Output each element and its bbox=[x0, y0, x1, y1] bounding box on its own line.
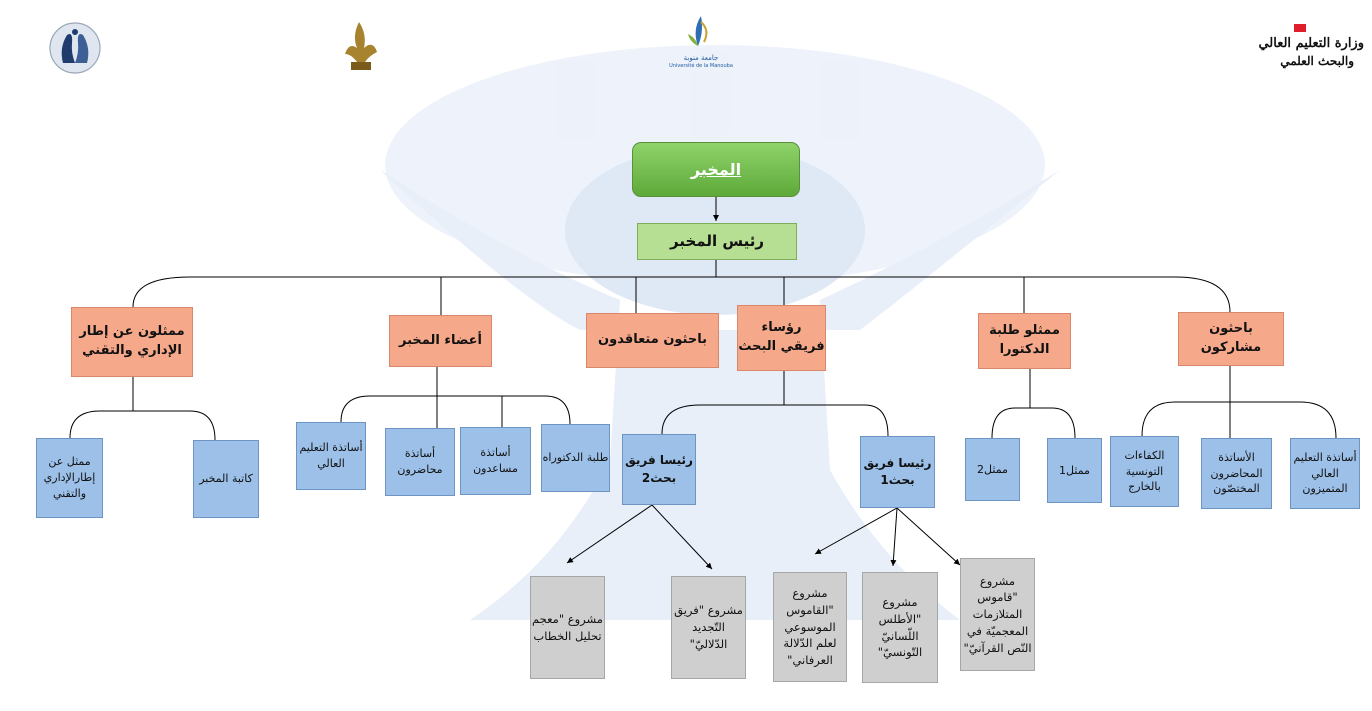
team1-leaders-node: رئيسا فريق بحث1 bbox=[860, 436, 935, 508]
project-encyclopedic-dictionary-node: مشروع "القاموس الموسوعي لعلم الدّلالة ال… bbox=[773, 572, 847, 682]
admin-technical-rep-node: ممثل عن إطارالإداري والتقني bbox=[36, 438, 103, 518]
doctoral-rep2-node: ممثل2 bbox=[965, 438, 1020, 501]
project-discourse-dictionary-node: مشروع "معجم تحليل الخطاب bbox=[530, 576, 605, 679]
ministry-line-1: وزارة التعليم العالي bbox=[1258, 36, 1364, 51]
project-lexical-collocations-node: مشروع "قاموس المتلازمات المعجميّة في الن… bbox=[960, 558, 1035, 671]
doctoral-reps-node: ممثلو طلبة الدكتورا bbox=[978, 313, 1071, 369]
eagle-emblem-logo bbox=[337, 18, 385, 76]
research-team-leaders-node: رؤساء فريقي البحث bbox=[737, 305, 826, 371]
ministry-line-2: والبحث العلمي bbox=[1280, 54, 1354, 68]
higher-ed-professors-node: أساتذة التعليم العالي bbox=[296, 422, 366, 490]
university-name-fr: Université de la Manouba bbox=[669, 63, 733, 69]
contract-researchers-node: باحثون متعاقدون bbox=[586, 313, 719, 368]
university-name-ar: جامعة منوبة bbox=[683, 54, 719, 62]
admin-technical-reps-node: ممثلون عن إطار الإداري والتقني bbox=[71, 307, 193, 377]
tunisian-expats-node: الكفاءات التونسية بالخارج bbox=[1110, 436, 1179, 507]
doctoral-rep1-node: ممثل1 bbox=[1047, 438, 1102, 503]
lab-secretary-node: كاتبة المخبر bbox=[193, 440, 259, 518]
lecturers-node: أساتذة محاضرون bbox=[385, 428, 455, 496]
project-linguistic-atlas-node: مشروع "الأطلس اللّسانيّ التّونسيّ" bbox=[862, 572, 938, 683]
team2-leaders-node: رئيسا فريق بحث2 bbox=[622, 434, 696, 505]
lab-root-node: المخبر bbox=[632, 142, 800, 197]
tunisia-flag-icon bbox=[1294, 24, 1306, 32]
university-logo: جامعة منوبة Université de la Manouba bbox=[668, 12, 734, 78]
distinguished-professors-node: أساتذة التعليم العالي المتميزون bbox=[1290, 438, 1360, 509]
lab-members-node: أعضاء المخبر bbox=[389, 315, 492, 367]
participating-researchers-node: باحثون مشاركون bbox=[1178, 312, 1284, 366]
doctoral-students-node: طلبة الدكتوراه bbox=[541, 424, 610, 492]
project-semantic-renewal-node: مشروع "فريق التّجديد الدّلاليّ" bbox=[671, 576, 746, 679]
specialist-lecturers-node: الأساتذة المحاضرون المختصّون bbox=[1201, 438, 1272, 509]
assistant-professors-node: أساتذة مساعدون bbox=[460, 427, 531, 495]
emblem-logo bbox=[49, 21, 101, 75]
ministry-logo: وزارة التعليم العالي والبحث العلمي bbox=[1258, 22, 1364, 74]
lab-director-node: رئيس المخبر bbox=[637, 223, 797, 260]
